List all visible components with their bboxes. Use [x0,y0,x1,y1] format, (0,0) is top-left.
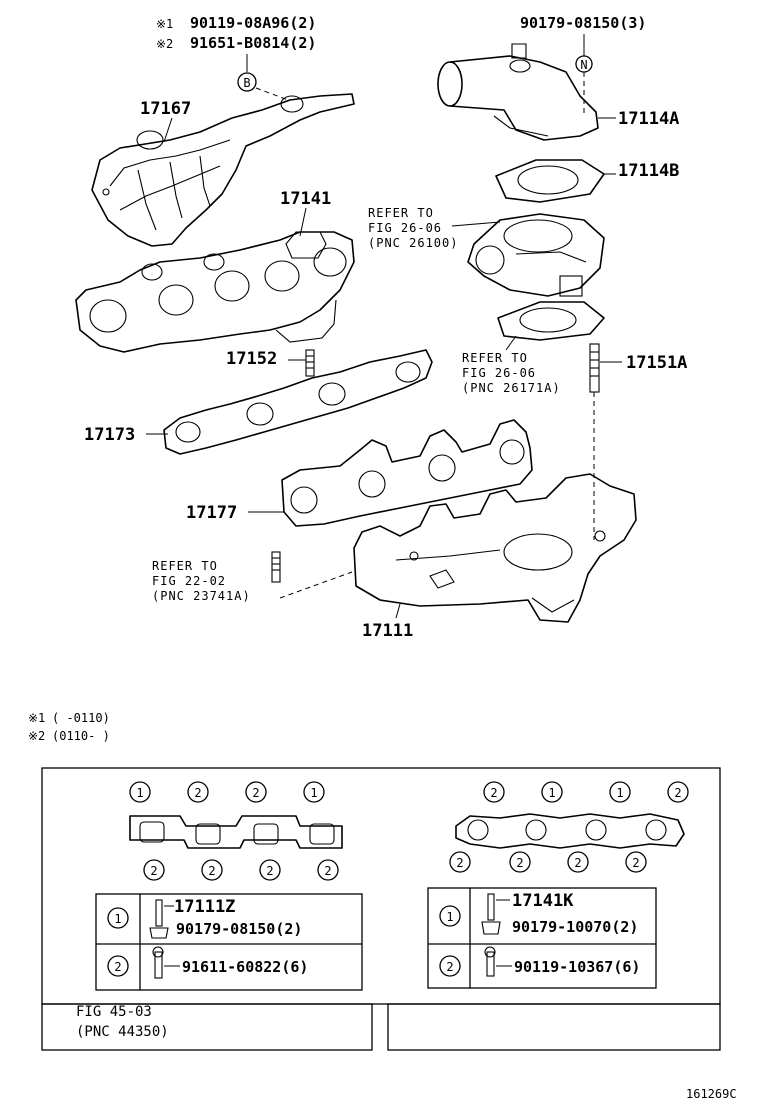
legend-right-top-marks: 2 1 1 2 [483,781,689,803]
header2-mark: ※2 [156,37,173,51]
stud-17152 [305,349,315,377]
stud-ref3 [271,551,353,599]
valve-assembly [467,213,605,297]
left-table-row2-mark: 2 [114,960,121,974]
right-top-mark-3: 1 [616,786,623,800]
label-17152: 17152 [226,349,277,369]
right-table-row2-mark: 2 [446,960,453,974]
outlet-17114a [437,43,599,141]
header1-mark: ※1 [156,17,173,31]
ref3-line1: REFER TO [152,559,218,573]
fig-ref-line2: (PNC 44350) [76,1024,169,1040]
left-top-mark-2: 2 [194,786,201,800]
ref3-line2: FIG 22-02 [152,574,226,588]
right-bottom-mark-3: 2 [574,856,581,870]
gasket-17173 [163,349,433,455]
ref2-line1: REFER TO [462,351,528,365]
right-bottom-mark-1: 2 [456,856,463,870]
callout-b: B [243,76,250,90]
label-17114a: 17114A [618,109,679,129]
variant2-range: (0110- ) [52,729,110,743]
label-17173: 17173 [84,425,135,445]
fig-ref-line1: FIG 45-03 [76,1004,152,1020]
figure-id: 161269C [686,1087,737,1101]
legend-left-gasket [129,815,343,849]
ref1-line2: FIG 26-06 [368,221,442,235]
legend-left-bottom-marks: 2 2 2 2 [143,859,339,881]
header2-part: 91651-B0814(2) [190,34,316,52]
header-notes: ※1 90119-08A96(2) ※2 91651-B0814(2) B [156,14,316,101]
label-90179-08150-3: 90179-08150(3) [520,14,646,32]
right-table-row2-fastener: 90119-10367(6) [514,958,640,976]
legend-left-table: 1 2 17111Z 90179-08150(2) 91611-60822(6) [95,893,363,991]
right-bottom-mark-4: 2 [632,856,639,870]
left-top-mark-1: 1 [136,786,143,800]
left-top-mark-3: 2 [252,786,259,800]
right-bottom-mark-2: 2 [516,856,523,870]
ref1-line3: (PNC 26100) [368,236,458,250]
label-17177: 17177 [186,503,237,523]
left-bottom-mark-3: 2 [266,864,273,878]
valve-gasket [497,301,605,341]
label-17167: 17167 [140,99,191,119]
exhaust-manifold-17141 [75,231,355,353]
left-top-mark-4: 1 [310,786,317,800]
left-bottom-mark-1: 2 [150,864,157,878]
fig-ref-box-left [41,1003,373,1051]
fig-ref-box-right [387,1003,721,1051]
right-table-row1-part: 17141K [512,891,574,911]
gasket-17177 [281,419,533,527]
label-17141: 17141 [280,189,331,209]
left-table-row1-fastener: 90179-08150(2) [176,920,302,938]
left-table-row1-part: 17111Z [174,897,235,917]
left-bottom-mark-4: 2 [324,864,331,878]
variant2-mark: ※2 [28,729,45,743]
left-table-row1-mark: 1 [114,912,121,926]
header1-part: 90119-08A96(2) [190,14,316,32]
legend-left-top-marks: 1 2 2 1 [129,781,325,803]
left-bottom-mark-2: 2 [208,864,215,878]
legend-right-gasket [455,813,685,849]
label-17114b: 17114B [618,161,679,181]
ref3-line3: (PNC 23741A) [152,589,251,603]
right-table-row1-mark: 1 [446,910,453,924]
legend-right-bottom-marks: 2 2 2 2 [449,851,647,873]
right-top-mark-4: 2 [674,786,681,800]
right-table-row1-fastener: 90179-10070(2) [512,918,638,936]
variant1-mark: ※1 [28,711,45,725]
variant1-range: ( -0110) [52,711,110,725]
ref2-line2: FIG 26-06 [462,366,536,380]
callout-n: N [580,58,587,72]
ref1-line1: REFER TO [368,206,434,220]
label-17111: 17111 [362,621,413,641]
gasket-17114b [495,159,605,203]
ref2-line3: (PNC 26171A) [462,381,561,395]
stud-17151a [589,343,600,540]
intake-manifold-17111 [353,473,637,623]
label-17151a: 17151A [626,353,687,373]
heat-insulator-17167 [91,93,355,247]
right-top-mark-2: 1 [548,786,555,800]
legend-right-table: 1 2 17141K 90179-10070(2) 90119-10367(6) [427,887,657,989]
right-top-mark-1: 2 [490,786,497,800]
callout-b-circle [237,72,257,92]
left-table-row2-fastener: 91611-60822(6) [182,958,308,976]
legend-box [41,767,721,1005]
